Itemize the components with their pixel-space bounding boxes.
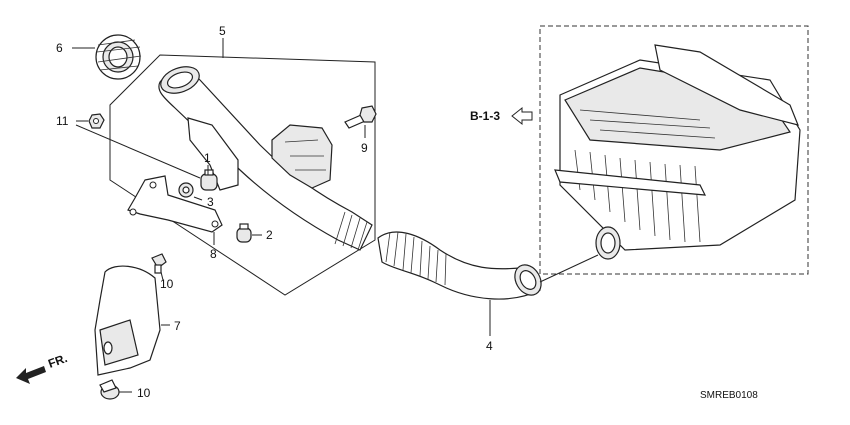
part-10-clip-upper — [151, 253, 167, 274]
air-cleaner-assembly — [554, 44, 801, 260]
callout-10-lower: 10 — [137, 386, 151, 400]
callout-10-upper: 10 — [160, 277, 174, 291]
leader-lines — [72, 38, 599, 393]
reference-arrow-icon — [511, 106, 533, 126]
front-direction-arrow-icon — [16, 366, 46, 384]
callout-2: 2 — [266, 228, 273, 242]
part-5-intake-duct — [158, 66, 373, 251]
callout-7: 7 — [174, 319, 181, 333]
part-6-ring — [95, 34, 142, 80]
callout-8: 8 — [210, 247, 217, 261]
part-7-lower-duct — [94, 265, 161, 376]
part-2-grommet — [236, 223, 252, 243]
callout-11: 11 — [56, 114, 69, 128]
part-10-clip-lower — [99, 379, 120, 400]
callout-4: 4 — [486, 339, 493, 353]
part-3-collar — [178, 182, 194, 198]
callout-6: 6 — [56, 41, 63, 55]
part-1-grommet — [200, 169, 218, 191]
part-8-bracket — [127, 175, 223, 233]
diagram-code: SMREB0108 — [700, 390, 758, 401]
reference-label: B-1-3 — [470, 109, 500, 123]
callout-5: 5 — [219, 24, 226, 38]
front-direction-label: FR. — [46, 351, 69, 371]
callout-1: 1 — [204, 151, 211, 165]
part-9-bolt-cover — [271, 105, 377, 189]
assembly-outline — [109, 54, 376, 296]
callout-9: 9 — [361, 141, 368, 155]
part-11-nut — [88, 113, 105, 129]
callout-3: 3 — [207, 195, 214, 209]
part-4-air-duct — [377, 231, 542, 300]
air-cleaner-dashed-box — [539, 25, 809, 275]
